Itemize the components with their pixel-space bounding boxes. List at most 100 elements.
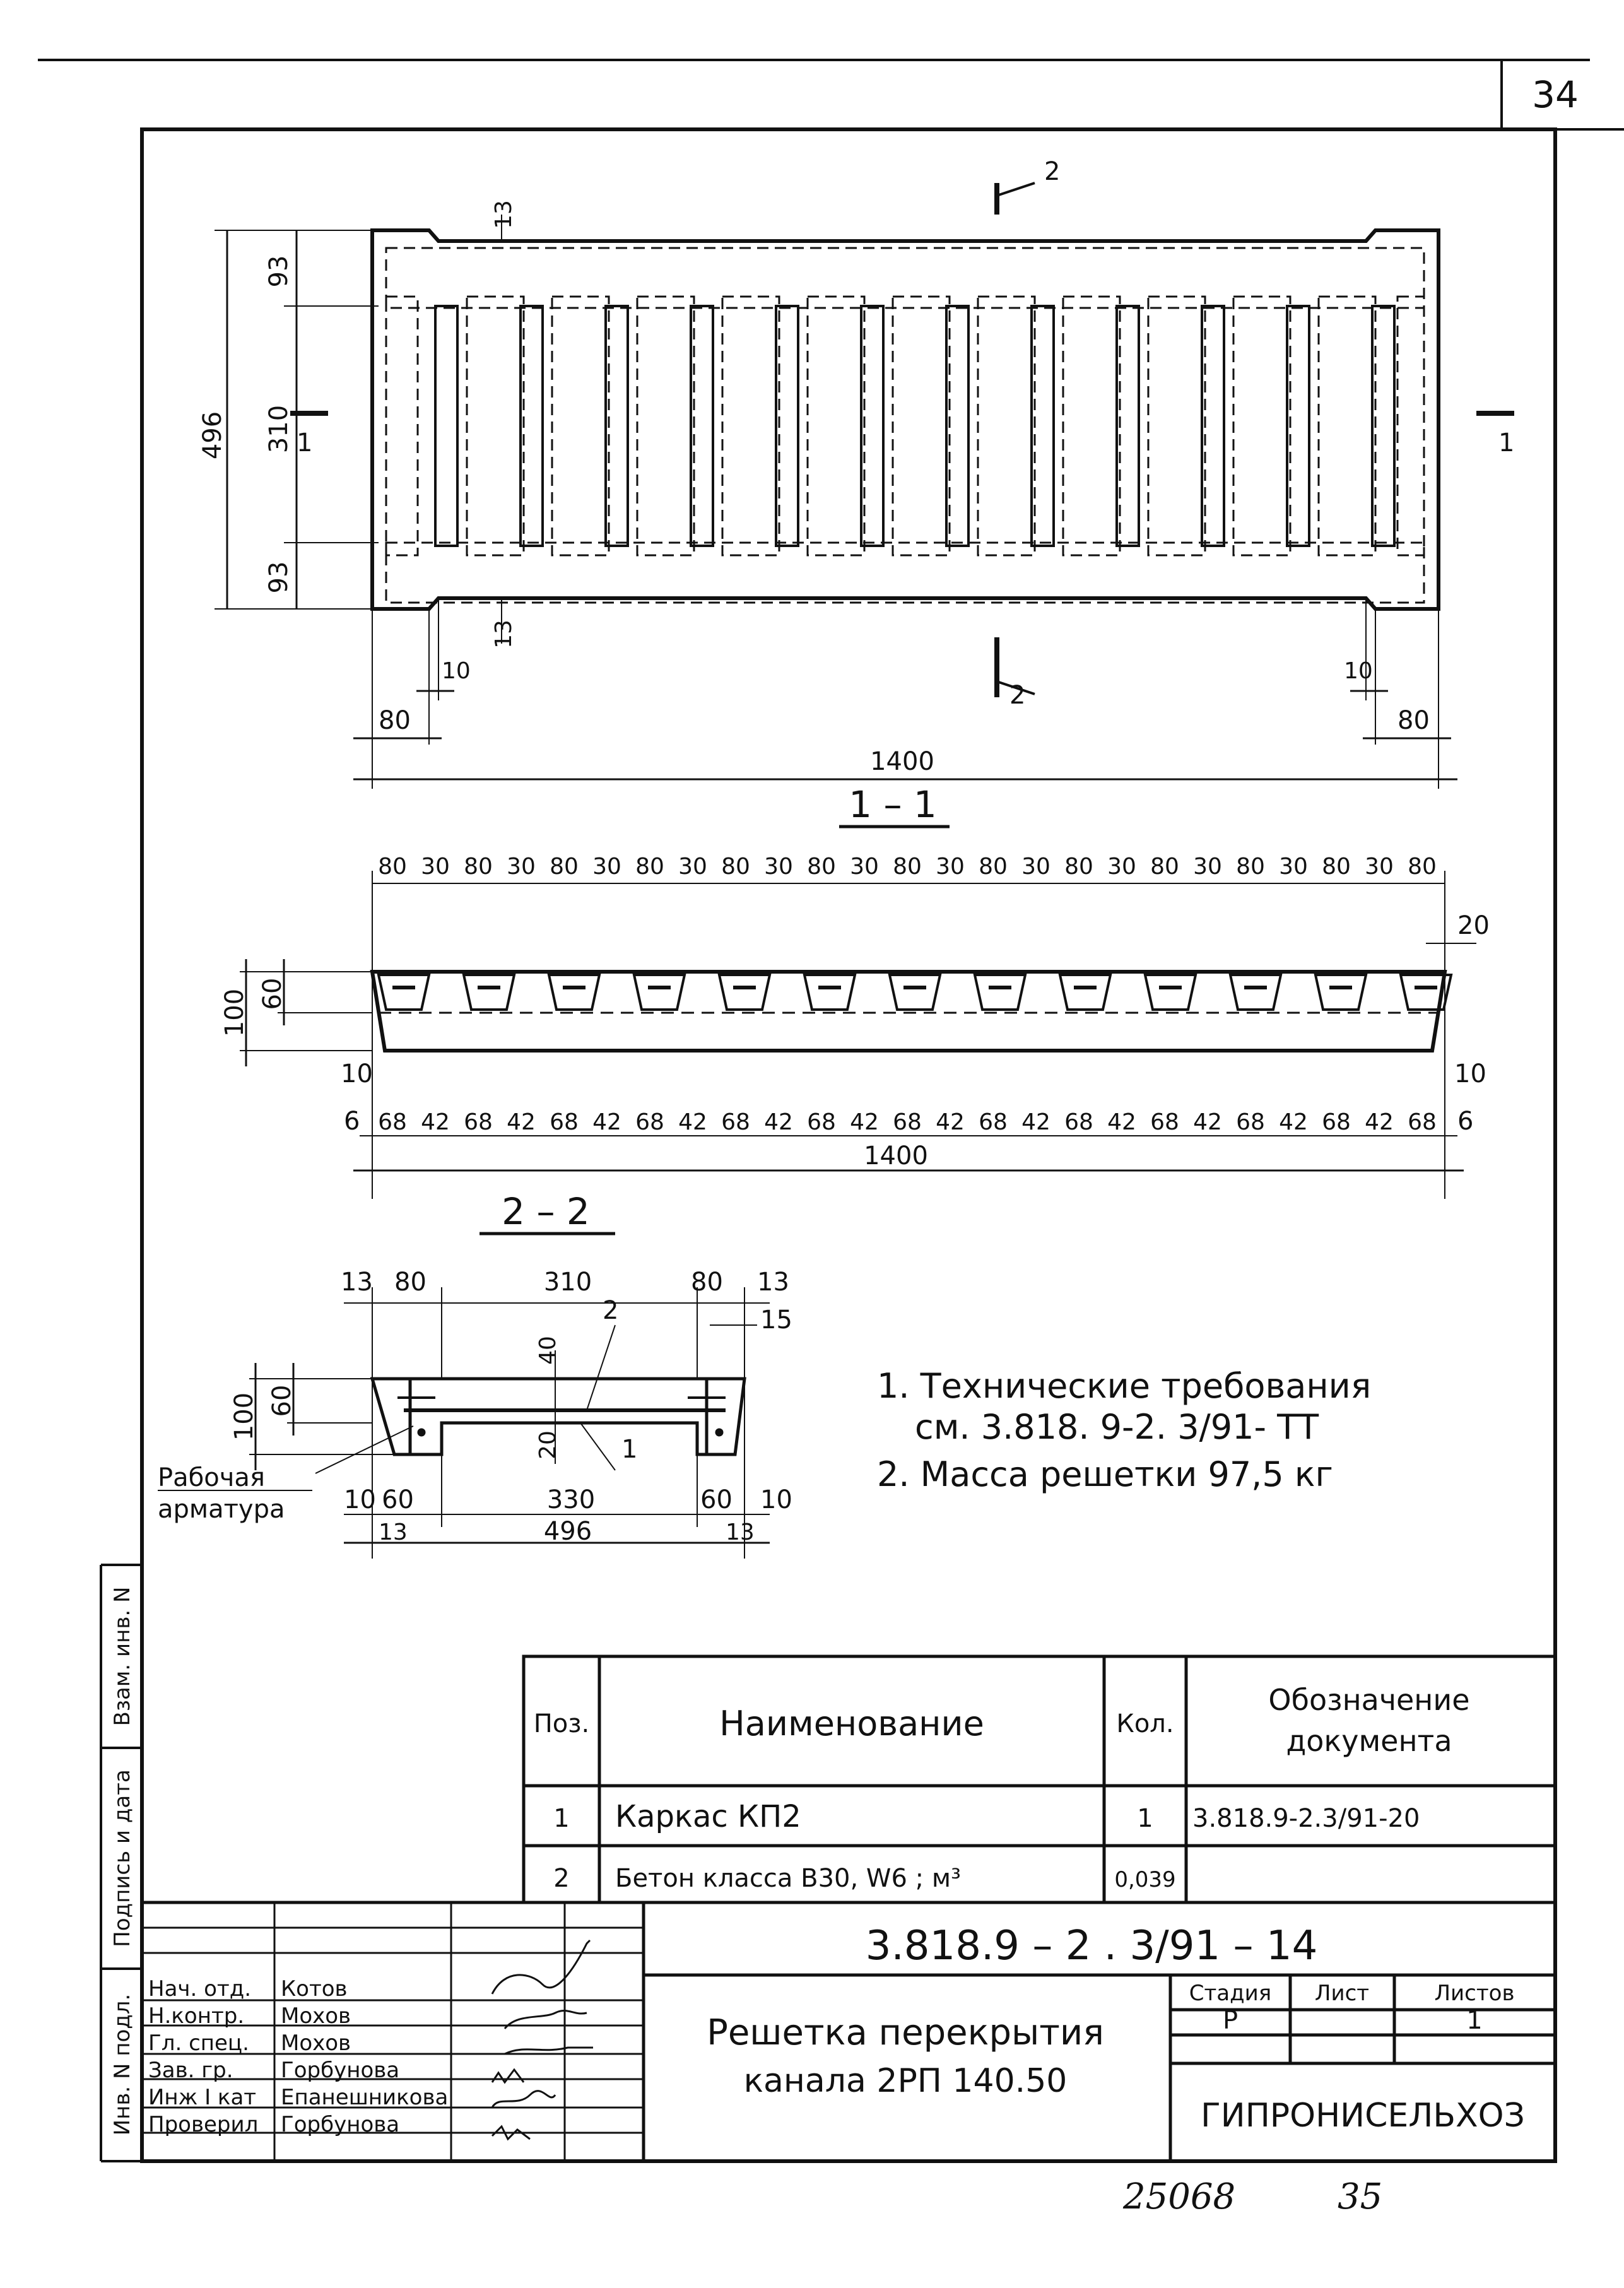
- spec-row-1-name: Каркас КП2: [615, 1799, 801, 1834]
- plan-dim-notch-top: 13: [491, 200, 517, 229]
- technical-notes: 1. Технические требования см. 3.818. 9-2…: [877, 1366, 1371, 1494]
- s22-left-100: 100: [230, 1393, 259, 1441]
- title-block-role: Н.контр.: [148, 2003, 244, 2029]
- s22-bot-330: 330: [547, 1485, 595, 1514]
- s11-dim-h100: 100: [220, 989, 249, 1037]
- sheets-value: 1: [1466, 2006, 1482, 2035]
- organization: ГИПРОНИСЕЛЬХОЗ: [1201, 2097, 1525, 2135]
- s22-top-13-left: 13: [341, 1268, 373, 1297]
- plan-dim-left-10: 10: [442, 658, 471, 684]
- section-1-1-bottom-dim: 42: [1279, 1109, 1308, 1135]
- note-line-2: см. 3.818. 9-2. 3/91- ТТ: [915, 1407, 1319, 1447]
- s22-top-80-left: 80: [394, 1268, 427, 1297]
- section-1-1: [240, 825, 1476, 1199]
- title-block-person: Мохов: [281, 2031, 351, 2056]
- title-block-person: Епанешникова: [281, 2085, 448, 2110]
- section-1-1-slot: [973, 974, 1027, 1011]
- page-number: 34: [1532, 73, 1579, 116]
- section-1-1-top-dim: 30: [1021, 854, 1050, 880]
- section-1-1-top-dim: 80: [635, 854, 664, 880]
- title-block: [142, 1901, 1555, 2161]
- title-block-role: Нач. отд.: [148, 1976, 251, 2002]
- section-1-1-bottom-dim: 68: [378, 1109, 407, 1135]
- spec-row-2-pos: 2: [553, 1864, 569, 1893]
- section-1-1-bottom-dim: 42: [1021, 1109, 1050, 1135]
- section-1-1-bottom-dim: 42: [936, 1109, 965, 1135]
- s22-bot-10-right: 10: [760, 1485, 792, 1514]
- s22-bot-10-left: 10: [344, 1485, 376, 1514]
- side-stamps: Взам. инв. N Подпись и дата Инв. N подл.: [110, 1587, 135, 2136]
- spec-row-2-name: Бетон класса B30, W6 ; м³: [615, 1864, 961, 1893]
- section-1-1-top-dim: 80: [378, 854, 407, 880]
- side-stamp-vzam: Взам. инв. N: [110, 1587, 135, 1726]
- stage-value: Р: [1223, 2006, 1238, 2035]
- spec-header-name: Наименование: [719, 1704, 984, 1743]
- spec-header-pos: Поз.: [534, 1709, 590, 1738]
- s22-top-80-right: 80: [691, 1268, 723, 1297]
- section-1-1-bottom-dim: 68: [1322, 1109, 1351, 1135]
- title-block-person: Горбунова: [281, 2058, 399, 2083]
- s22-pos-2: 2: [603, 1296, 618, 1325]
- s22-bot-60-left: 60: [382, 1485, 414, 1514]
- s11-dim-right-20: 20: [1457, 911, 1490, 940]
- plan-section-mark-2-top: 2: [1044, 157, 1060, 186]
- section-1-1-bottom-dim: 68: [1150, 1109, 1179, 1135]
- section-1-1-bottom-dim: 68: [1236, 1109, 1265, 1135]
- plan-dim-right-10: 10: [1344, 658, 1373, 684]
- side-stamp-podpis: Подпись и дата: [110, 1769, 135, 1947]
- section-1-1-top-dim: 30: [592, 854, 621, 880]
- plan-view: [215, 182, 1514, 789]
- s22-left-60: 60: [268, 1385, 297, 1417]
- section-1-1-bottom-dim: 42: [764, 1109, 793, 1135]
- section-1-1-top-dim: 30: [1279, 854, 1308, 880]
- section-1-1-slot: [717, 974, 772, 1011]
- s11-dim-left-10: 10: [341, 1059, 373, 1088]
- section-1-1-slot: [888, 974, 942, 1011]
- spec-header-qty: Кол.: [1116, 1709, 1174, 1738]
- doc-code: 3.818.9 – 2 . 3/91 – 14: [866, 1923, 1318, 1969]
- s11-dim-left-6: 6: [344, 1107, 360, 1136]
- title-block-person: Мохов: [281, 2003, 351, 2029]
- section-1-1-top-dim: 80: [721, 854, 750, 880]
- title-block-role: Проверил: [148, 2112, 258, 2137]
- plan-dim-mid: 310: [264, 405, 293, 453]
- spec-table-text: Поз. Наименование Кол. Обозначение докум…: [534, 1683, 1470, 1893]
- section-1-1-bottom-dim: 68: [550, 1109, 579, 1135]
- spec-row-1-qty: 1: [1137, 1804, 1153, 1833]
- section-1-1-top-dim: 30: [850, 854, 879, 880]
- section-1-1-top-dim: 30: [1365, 854, 1394, 880]
- s22-top-13-right: 13: [757, 1268, 789, 1297]
- section-1-1-top-dim: 30: [507, 854, 536, 880]
- section-1-1-top-dim: 80: [550, 854, 579, 880]
- spec-header-doc-2: документа: [1286, 1724, 1452, 1758]
- s22-inner-40: 40: [535, 1336, 561, 1365]
- s22-bot-13-left: 13: [379, 1519, 408, 1545]
- plan-section-mark-1-right: 1: [1498, 428, 1514, 457]
- section-1-1-bottom-dim: 68: [979, 1109, 1008, 1135]
- title-block-text: 3.818.9 – 2 . 3/91 – 14 Решетка перекрыт…: [148, 1923, 1525, 2137]
- section-1-1-slot: [1228, 974, 1283, 1011]
- section-1-1-top-dim: 30: [678, 854, 707, 880]
- section-1-1-bottom-dim: 42: [421, 1109, 450, 1135]
- section-1-1-bottom-dim: 42: [850, 1109, 879, 1135]
- section-1-1-bottom-dim: 42: [678, 1109, 707, 1135]
- section-1-1-top-dim: 80: [807, 854, 836, 880]
- s22-pos-1: 1: [621, 1435, 637, 1464]
- section-2-2: [249, 1232, 770, 1559]
- plan-section-mark-1-left: 1: [297, 428, 312, 457]
- stage-label: Стадия: [1189, 1981, 1271, 2006]
- title-block-role: Зав. гр.: [148, 2058, 233, 2083]
- section-1-1-top-dim: 30: [421, 854, 450, 880]
- signatures: [491, 1939, 593, 2141]
- section-2-2-title: 2 – 2: [502, 1190, 590, 1233]
- note-line-3: 2. Масса решетки 97,5 кг: [877, 1454, 1333, 1494]
- plan-section-mark-2-bottom: 2: [1009, 681, 1025, 710]
- section-1-1-bottom-dim: 42: [592, 1109, 621, 1135]
- section-1-1-slot: [377, 974, 431, 1011]
- plan-dim-top: 93: [264, 256, 293, 288]
- section-1-1-slot: [1143, 974, 1197, 1011]
- section-1-1-bottom-dim: 68: [464, 1109, 493, 1135]
- rebar-label-line1: Рабочая: [158, 1463, 265, 1492]
- s11-dim-right-10: 10: [1454, 1059, 1486, 1088]
